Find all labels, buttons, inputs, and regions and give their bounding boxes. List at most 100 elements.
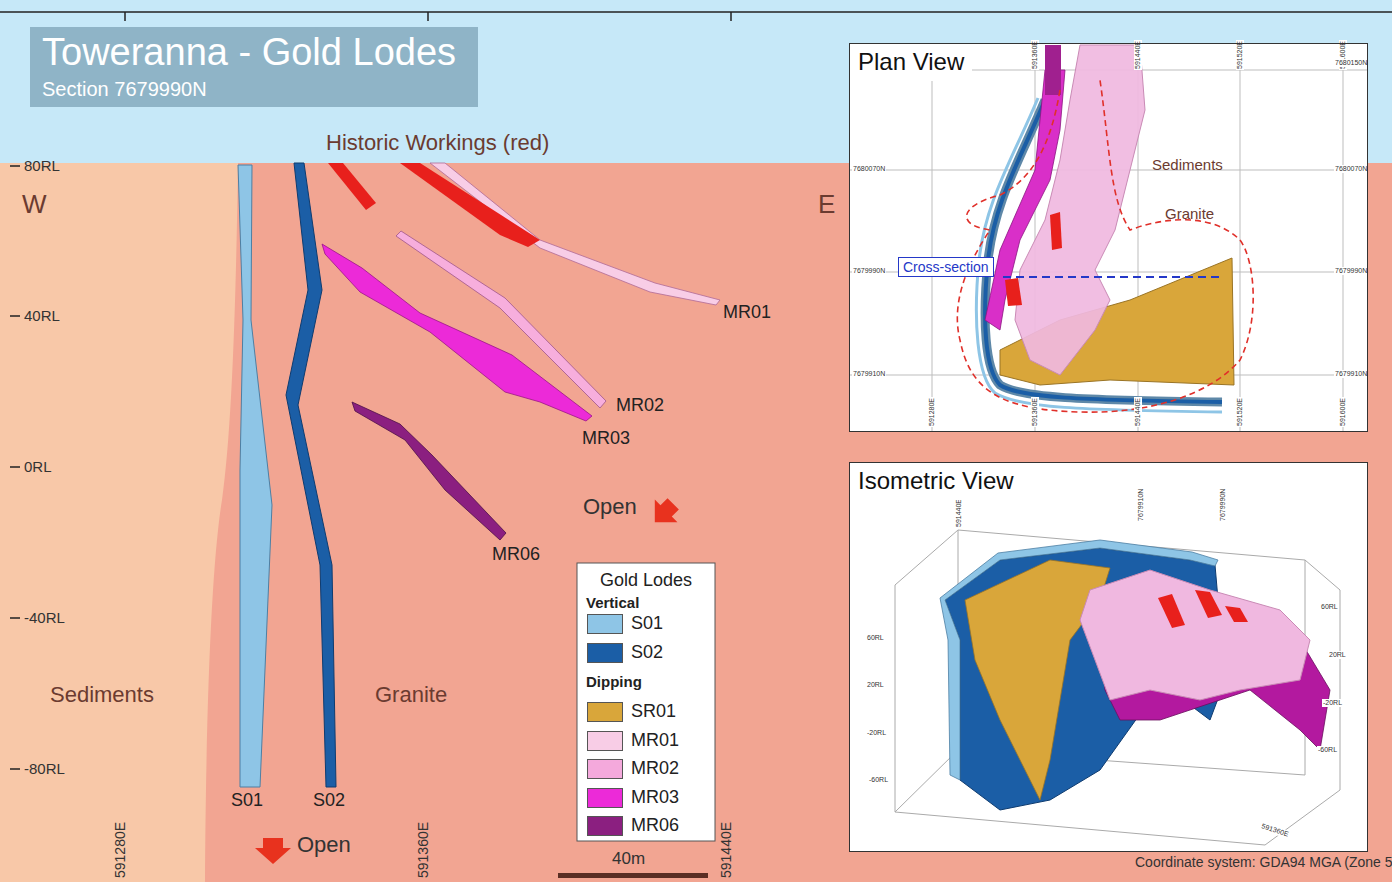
drawing-shape <box>255 838 291 864</box>
panel-heading: Isometric View <box>850 463 1022 500</box>
drawing-shape <box>10 315 20 317</box>
section-label: -20RL <box>866 729 887 737</box>
drawing-shape <box>1240 43 1241 432</box>
section-label: Dipping <box>586 673 642 690</box>
section-label: 591280E <box>112 822 128 878</box>
section-label: -20RL <box>1322 699 1343 707</box>
scale-bar <box>558 873 708 878</box>
drawing-shape <box>10 165 20 167</box>
drawing-shape <box>895 530 1340 845</box>
panel-heading: Plan View <box>850 44 972 81</box>
drawing-shape <box>730 12 732 21</box>
section-label: 591360E <box>1031 397 1039 427</box>
section-label: 7679990N <box>1334 267 1368 275</box>
section-label: 591440E <box>718 822 734 878</box>
section-label: Sediments <box>50 682 154 707</box>
drawing-shape <box>895 750 958 812</box>
legend-text: SR01 <box>631 701 676 722</box>
legend-text: MR03 <box>631 787 679 808</box>
section-label: W <box>22 190 47 220</box>
section-label: 591520E <box>1236 397 1244 427</box>
section-label: 7680070N <box>852 165 886 173</box>
drawing-shape <box>322 244 592 421</box>
legend-swatch <box>587 759 623 779</box>
section-label: 591440E <box>1134 397 1142 427</box>
drawing-shape <box>643 492 684 533</box>
section-label: -60RL <box>1317 746 1338 754</box>
legend-swatch <box>587 614 623 634</box>
section-label: 591360E <box>1260 822 1291 839</box>
section-label: E <box>818 190 835 220</box>
section-label: 591280E <box>928 397 936 427</box>
drawing-shape <box>849 43 1368 432</box>
drawing-shape <box>352 402 506 540</box>
drawing-shape <box>849 462 1368 852</box>
legend-swatch <box>587 816 623 836</box>
legend-text: MR06 <box>631 815 679 836</box>
section-label: 591600E <box>1339 397 1347 427</box>
section-label: Section 7679990N <box>42 78 207 101</box>
section-label: 7679990N <box>852 267 886 275</box>
drawing-shape <box>558 873 708 878</box>
section-label: 60RL <box>866 634 885 642</box>
drawing-shape <box>957 80 1253 412</box>
legend-text: S02 <box>631 642 663 663</box>
drawing-shape <box>1225 606 1248 622</box>
section-label: Open <box>297 832 351 857</box>
drawing-shape <box>1003 276 1222 278</box>
section-label: 7679990N <box>1219 488 1227 522</box>
section-label: Granite <box>375 682 447 707</box>
section-label: 591440E <box>1134 40 1142 70</box>
section-label: 591440E <box>955 498 963 528</box>
section-label: S01 <box>231 790 263 811</box>
section-label: MR03 <box>582 428 630 449</box>
legend-text: MR02 <box>631 758 679 779</box>
section-label: Gold Lodes <box>600 570 692 591</box>
section-label: 40m <box>612 849 645 869</box>
drawing-shape <box>1045 45 1061 95</box>
section-label: Sediments <box>1152 156 1223 173</box>
section-label: Historic Workings (red) <box>326 130 549 155</box>
section-label: S02 <box>313 790 345 811</box>
section-label: 7679910N <box>852 370 886 378</box>
drawing-shape <box>30 27 478 107</box>
drawing-shape <box>1050 212 1062 250</box>
section-label: Open <box>583 494 637 519</box>
drawing-shape <box>1158 594 1185 628</box>
section-label: 80RL <box>24 157 60 174</box>
drawing-shape <box>1080 570 1310 700</box>
section-label: -60RL <box>868 776 889 784</box>
section-label: Granite <box>1165 205 1214 222</box>
drawing-shape <box>577 563 715 841</box>
drawing-shape <box>1195 590 1222 618</box>
drawing-shape <box>1265 790 1340 845</box>
view-panel: Plan ViewCross-section <box>849 43 1368 432</box>
drawing-shape <box>1005 278 1022 306</box>
panel-heading: Cross-section <box>899 259 993 276</box>
section-label: 20RL <box>1328 651 1347 659</box>
drawing-shape <box>10 466 20 468</box>
section-label: 40RL <box>24 307 60 324</box>
section-label: 7679910N <box>1334 370 1368 378</box>
drawing-shape <box>10 617 20 619</box>
section-label: 7680070N <box>1334 165 1368 173</box>
drawing-shape <box>0 163 238 882</box>
section-label: 20RL <box>866 681 885 689</box>
plan-view-drawing <box>849 43 1368 432</box>
cross-section-box: Cross-section <box>898 257 994 277</box>
drawing-shape <box>1305 560 1340 590</box>
drawing-shape <box>932 43 933 432</box>
legend-text: MR01 <box>631 730 679 751</box>
drawing-shape <box>1015 45 1145 375</box>
drawing-shape <box>895 530 958 585</box>
section-label: Coordinate system: GDA94 MGA (Zone 50) <box>1135 854 1392 870</box>
section-label: 591520E <box>1236 40 1244 70</box>
section-label: 7679910N <box>1137 488 1145 522</box>
drawing-shape <box>427 12 429 21</box>
legend-swatch <box>587 643 623 663</box>
section-label: -40RL <box>24 609 65 626</box>
drawing-shape <box>849 43 1368 432</box>
legend-swatch <box>587 788 623 808</box>
